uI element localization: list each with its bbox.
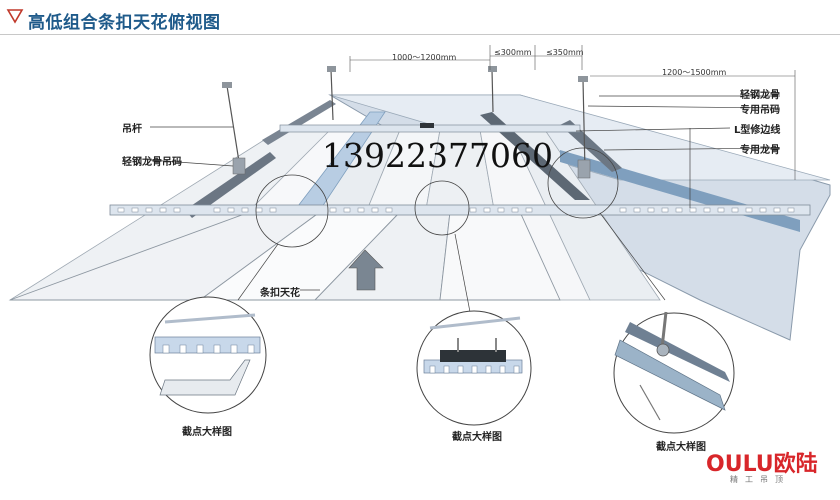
dim-350: ≤350mm — [546, 48, 584, 57]
label-light-keel: 轻钢龙骨 — [740, 90, 780, 101]
logo-sub-text: 精工吊顶 — [730, 475, 790, 484]
header: 高低组合条扣天花俯视图 — [0, 0, 840, 36]
hanging-rods — [226, 69, 586, 171]
leader-lines — [149, 95, 781, 291]
up-arrow — [348, 249, 384, 291]
phone-number: 13922377060 — [322, 136, 553, 175]
detail-caption-2: 截点大样图 — [452, 432, 502, 443]
detail-caption-1: 截点大样图 — [182, 427, 232, 438]
page-title: 高低组合条扣天花俯视图 — [28, 13, 221, 33]
logo-main-text: OULU欧陆 — [706, 452, 818, 477]
detail-circle-3 — [613, 311, 735, 434]
cross-bar-back — [279, 123, 581, 133]
magnifier-circles-small — [255, 147, 619, 248]
triangle-icon — [6, 9, 24, 24]
dimension-lines — [349, 45, 796, 180]
label-l-edge: L型修边线 — [734, 125, 781, 136]
rod-hangers — [232, 157, 591, 179]
dim-300: ≤300mm — [494, 48, 532, 57]
rod-caps — [222, 66, 588, 88]
label-light-keel-hanger: 轻钢龙骨吊码 — [122, 157, 182, 168]
magnifier-links — [237, 212, 666, 313]
label-rod: 吊杆 — [122, 124, 142, 135]
detail-caption-3: 截点大样图 — [656, 442, 706, 453]
label-special-hanger: 专用吊码 — [740, 105, 780, 116]
dim-1200-1500: 1200～1500mm — [662, 68, 727, 77]
detail-circle-1 — [149, 296, 267, 414]
front-panels — [9, 211, 561, 301]
label-strip-ceiling: 条扣天花 — [260, 288, 300, 299]
detail-circle-2 — [416, 310, 532, 426]
main-keels — [185, 100, 622, 218]
cross-bar-front — [109, 204, 811, 216]
brand-logo: OULU欧陆 精工吊顶 — [706, 446, 836, 490]
header-divider — [0, 34, 840, 35]
label-special-keel: 专用龙骨 — [740, 145, 780, 156]
dim-1000-1200: 1000～1200mm — [392, 53, 457, 62]
